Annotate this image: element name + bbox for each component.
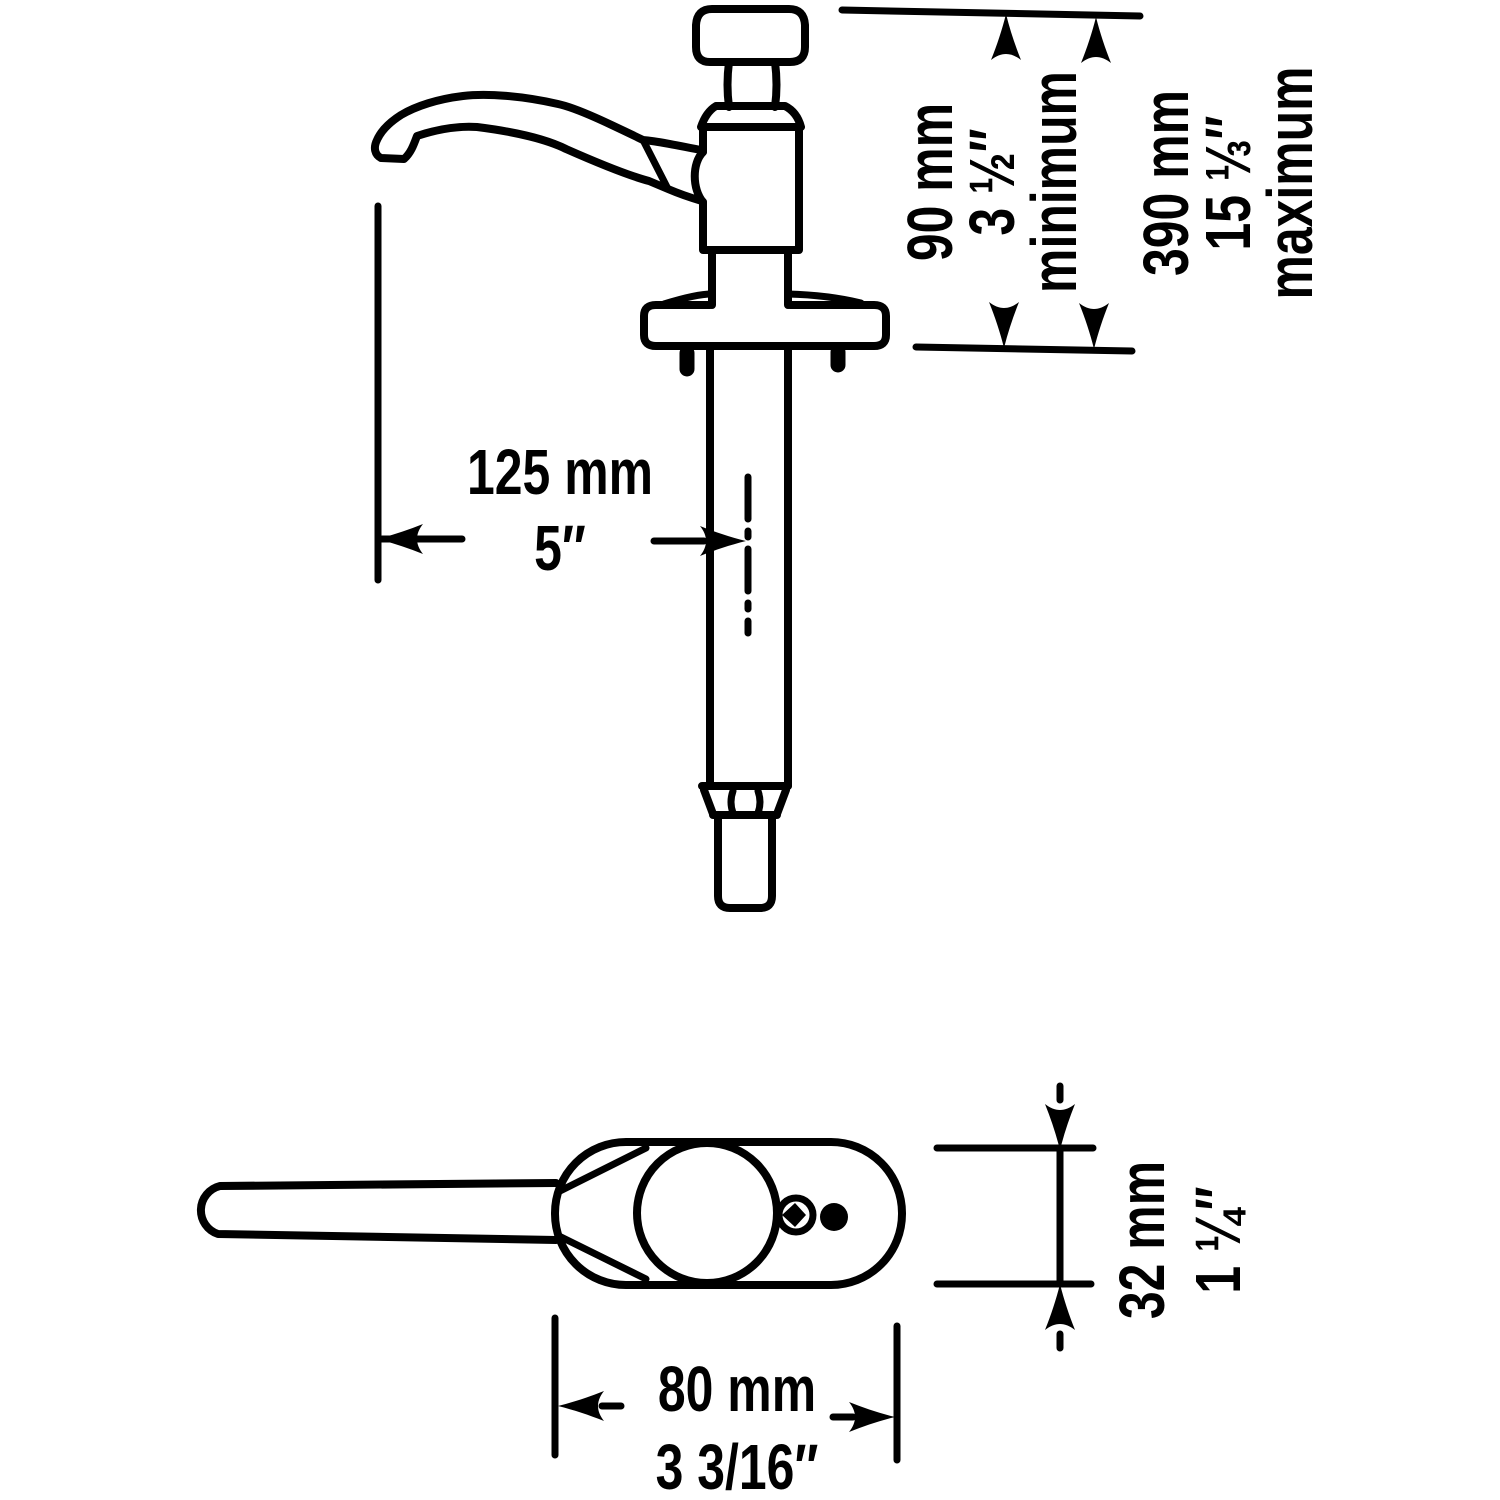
dimension-label-spout-reach: 125 mm 5″ (467, 434, 653, 586)
dimension-annotations (374, 6, 1144, 1464)
screw-slot-diamond (782, 1203, 806, 1227)
spout-reach-metric: 125 mm (467, 436, 653, 508)
outlet-dot (820, 1203, 848, 1231)
handle-bar (196, 1179, 560, 1244)
spout-lever (370, 90, 706, 205)
dimension-label-head-width: 32 mm 1 ¼″ (1104, 1161, 1256, 1319)
pump-stem (723, 58, 781, 111)
hex-facet-lines (556, 1144, 650, 1283)
pump-head-outline (551, 1138, 906, 1289)
screw-circle (775, 1194, 817, 1236)
arrow-down-width (1045, 1104, 1075, 1150)
head-length-metric: 80 mm (657, 1353, 817, 1425)
hex-nut (698, 782, 792, 819)
dimension-label-height-max: 390 mm 15 ⅓″ maximum (1130, 66, 1326, 300)
height-min-imperial: 3 ½″ (956, 128, 1028, 236)
arrow-down-min (989, 302, 1019, 348)
arrow-up-max (1081, 17, 1111, 63)
suction-tube (706, 342, 792, 790)
top-view-pump (196, 1138, 906, 1289)
pump-neck (708, 246, 792, 309)
pump-knob (692, 5, 809, 66)
height-max-metric: 390 mm (1130, 90, 1202, 276)
extension-line-top (838, 6, 1144, 20)
arrow-right-length (849, 1402, 895, 1432)
height-max-qualifier: maximum (1254, 66, 1326, 300)
extension-lines-width (933, 1144, 1097, 1288)
mounting-flange (640, 301, 890, 350)
side-view-pump (370, 5, 890, 912)
arrow-left-length (558, 1391, 604, 1421)
extension-lines-length (551, 1314, 901, 1464)
arrow-up-width (1045, 1284, 1075, 1330)
dimension-line-length (598, 1402, 857, 1421)
head-width-imperial: 1 ¼″ (1182, 1186, 1254, 1294)
height-min-qualifier: minimum (1018, 71, 1090, 293)
lever-seam-line (639, 136, 672, 193)
height-min-metric: 90 mm (894, 102, 966, 262)
spout-reach-imperial: 5″ (534, 512, 586, 584)
dimension-label-head-length: 80 mm 3 3/16″ (656, 1350, 819, 1500)
flange-top-face (660, 290, 865, 308)
arrow-down-max (1079, 303, 1109, 349)
pump-body (699, 123, 803, 254)
head-width-metric: 32 mm (1106, 1160, 1178, 1320)
dimension-label-height-min: 90 mm 3 ½″ minimum (894, 71, 1090, 293)
arrow-right-reach (700, 526, 746, 556)
height-max-imperial: 15 ⅓″ (1192, 115, 1264, 251)
head-length-imperial: 3 3/16″ (655, 1431, 819, 1500)
arrow-up-min (991, 14, 1021, 60)
knob-top-circle (633, 1139, 781, 1287)
dimension-line-reach (378, 535, 708, 545)
intake-tube (714, 811, 776, 912)
lever-hub (690, 148, 707, 206)
extension-line-flange (912, 343, 1136, 355)
